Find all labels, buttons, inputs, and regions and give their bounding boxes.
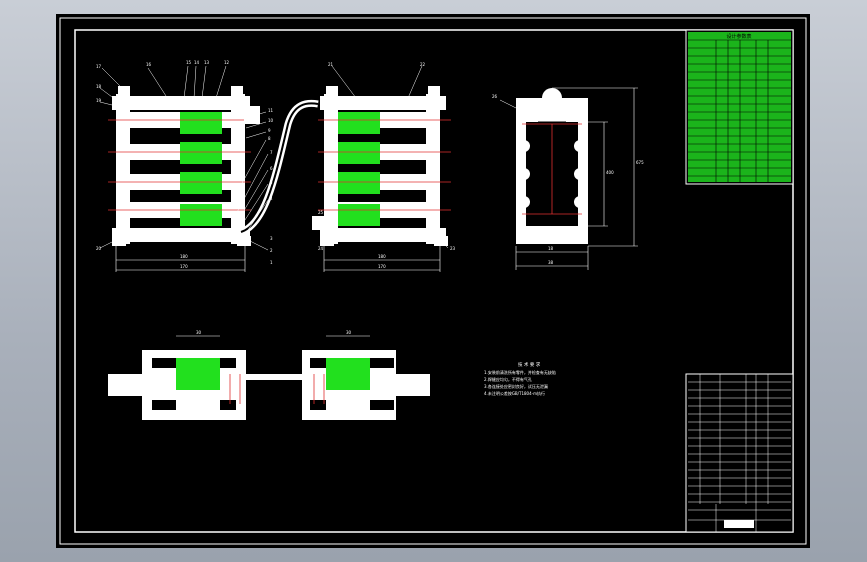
balloon-4: 4 [270,196,273,201]
balloon-25: 25 [318,210,324,215]
dim-side-width-outer: 38 [548,260,554,265]
balloon-11: 11 [268,108,274,113]
balloon-10: 10 [268,118,274,123]
cad-viewport[interactable]: 设计参数表 [56,14,810,548]
dim-plan-right: 30 [346,330,352,335]
balloon-9: 9 [268,128,271,133]
unit-left-front-view [108,86,260,246]
balloon-5: 5 [270,180,273,185]
balloon-14: 14 [194,60,200,65]
dimension-lines [115,87,638,337]
dim-side-height-outer: 675 [636,160,644,165]
table-title: 设计参数表 [726,33,751,40]
balloon-15: 15 [186,60,192,65]
tech-req-line-1: 1.安装前清洗所有零件，并检查有无缺陷 [484,369,556,375]
balloon-26: 26 [492,94,498,99]
tech-req-line-3: 3.各连接处应密封良好，试压无泄漏 [484,383,548,389]
dim-left-inner: 180 [180,254,188,259]
balloon-16: 16 [146,62,152,67]
tech-requirements: 技 术 要 求 1.安装前清洗所有零件，并检查有无缺陷 2.焊缝应均匀，不得有气… [484,361,556,396]
dim-mid-outer: 170 [378,264,386,269]
leader-lines [99,65,517,251]
parameter-table: 设计参数表 [685,29,794,185]
balloon-19: 19 [96,98,102,103]
balloon-1: 1 [270,260,273,265]
balloon-7: 7 [270,150,273,155]
balloon-20: 20 [96,246,102,251]
drawing-canvas: 设计参数表 [59,17,807,545]
balloon-23: 23 [450,246,456,251]
balloon-13: 13 [204,60,210,65]
outer-frame [59,17,807,545]
plan-view [108,350,430,420]
balloon-17: 17 [96,64,102,69]
tech-req-line-4: 4.未注明公差按GB/T1804-m执行 [484,390,545,396]
balloon-2: 2 [270,248,273,253]
balloon-21: 21 [328,62,334,67]
unit-mid-front-view [312,86,451,246]
balloon-6: 6 [270,166,273,171]
balloon-8: 8 [268,136,271,141]
inner-frame [74,29,794,533]
connecting-pipe-core [240,102,319,233]
tech-req-line-2: 2.焊缝应均匀，不得有气孔 [484,376,532,382]
dim-mid-inner: 180 [378,254,386,259]
dim-left-outer: 170 [180,264,188,269]
balloon-24: 24 [318,246,324,251]
unit-side-view [516,88,588,244]
balloon-labels: 17 16 15 14 13 12 18 19 11 10 9 8 7 6 5 … [96,60,498,265]
balloon-22: 22 [420,62,426,67]
title-block [685,373,794,533]
dim-side-width-inner: 18 [548,246,554,251]
dim-plan-left: 30 [196,330,202,335]
balloon-3: 3 [270,236,273,241]
dim-side-height-inner: 400 [606,170,614,175]
balloon-18: 18 [96,84,102,89]
tech-req-heading: 技 术 要 求 [518,361,541,368]
balloon-12: 12 [224,60,230,65]
